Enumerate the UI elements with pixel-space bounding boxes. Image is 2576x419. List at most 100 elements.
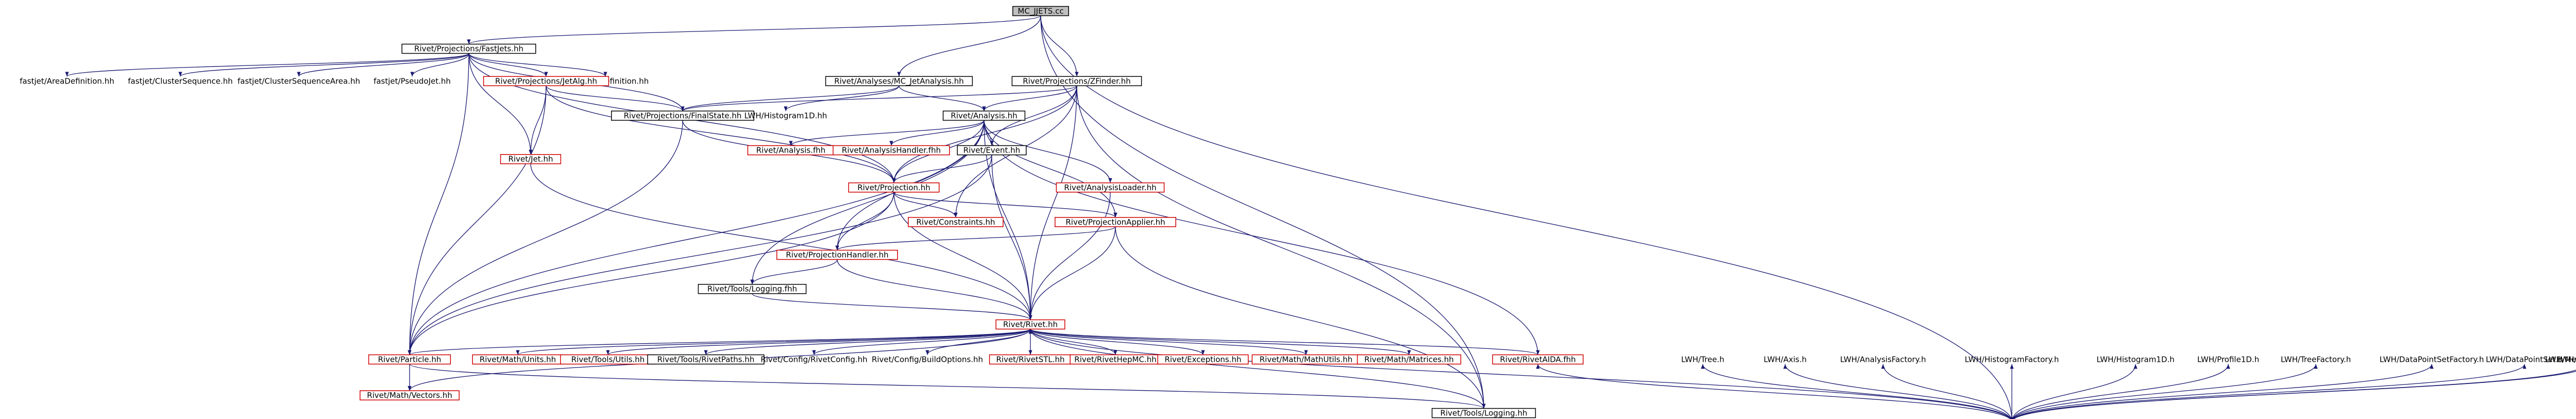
edge-projection-to-constraints (893, 192, 958, 217)
edge-projapplier-to-toolslogging (1115, 226, 1486, 409)
node-fj-clseqarea[interactable]: fastjet/ClusterSequenceArea.hh (230, 76, 368, 86)
node-label: Rivet/Projections/ZFinder.hh (1023, 76, 1130, 86)
node-label: Rivet/Math/Matrices.hh (1364, 355, 1454, 364)
edge-projection-to-projapplier (893, 192, 1117, 218)
node-constraints[interactable]: Rivet/Constraints.hh (908, 217, 1004, 227)
node-label: Rivet/RivetAIDA.fhh (1500, 355, 1575, 364)
node-box (942, 110, 1026, 121)
node-rivethepmc[interactable]: Rivet/RivetHepMC.hh (1070, 354, 1161, 365)
node-box (360, 390, 460, 400)
node-toolsutils[interactable]: Rivet/Tools/Utils.hh (560, 354, 656, 365)
edge-rivet-to-mathmatrices (1030, 328, 1411, 356)
edge-fastjets-to-jet (468, 53, 533, 155)
node-jetalg[interactable]: Rivet/Projections/JetAlg.hh (483, 76, 609, 87)
edge-mcjet-to-analysis (899, 86, 986, 111)
edge-rivetaida-to-lwh-prof1d (2012, 364, 2230, 419)
node-lwh-tree[interactable]: LWH/Tree.h (1677, 355, 1728, 364)
node-lwh-dpsfac[interactable]: LWH/DataPointSetFactory.h (2374, 355, 2490, 364)
node-zfinder[interactable]: Rivet/Projections/ZFinder.hh (1011, 76, 1142, 87)
node-label: Rivet/Exceptions.hh (1164, 355, 1241, 364)
edge-zfinder-to-projection (892, 86, 1077, 183)
edge-rivet-to-particle (408, 328, 1031, 356)
node-rivetpaths[interactable]: Rivet/Tools/RivetPaths.hh (647, 354, 765, 365)
node-analysis-fhh[interactable]: Rivet/Analysis.fhh (747, 145, 835, 156)
node-rivetstl[interactable]: Rivet/RivetSTL.hh (989, 354, 1072, 365)
edge-rivetaida-to-lwh-treefac (2012, 364, 2318, 419)
node-analysis[interactable]: Rivet/Analysis.hh (942, 110, 1026, 121)
node-label: LWH/TreeFactory.h (2281, 355, 2351, 364)
node-mathmatrices[interactable]: Rivet/Math/Matrices.hh (1357, 354, 1462, 365)
node-lwh-histfac[interactable]: LWH/HistogramFactory.h (1960, 355, 2064, 364)
node-fj-clseq[interactable]: fastjet/ClusterSequence.hh (120, 76, 241, 86)
node-mathunits[interactable]: Rivet/Math/Units.hh (472, 354, 564, 365)
edge-rivetaida-to-lwh-tree (1701, 364, 2011, 419)
node-label: Rivet/Math/Vectors.hh (367, 391, 452, 400)
node-label: LWH/HistogramFactory.h (1965, 355, 2059, 364)
node-lwh-axis[interactable]: LWH/Axis.h (1759, 355, 1811, 364)
node-analysishandler-fhh[interactable]: Rivet/AnalysisHandler.fhh (833, 145, 950, 156)
node-lwh-h1d[interactable]: LWH/Histogram1D.hh (742, 111, 828, 120)
node-lwh-hist1d[interactable]: LWH/Histogram1D.h (2095, 355, 2177, 364)
edge-analysis-to-rivetaida-fhh (984, 120, 1540, 355)
edge-rivet-to-mathutils (1030, 328, 1308, 356)
node-rivet[interactable]: Rivet/Rivet.hh (995, 319, 1065, 330)
node-cfgbuild[interactable]: Rivet/Config/BuildOptions.hh (862, 355, 992, 364)
node-box (647, 354, 765, 365)
node-analysisloader[interactable]: Rivet/AnalysisLoader.hh (1056, 182, 1165, 193)
node-projhandler[interactable]: Rivet/ProjectionHandler.hh (776, 249, 898, 260)
node-label: Rivet/Constraints.hh (917, 217, 995, 227)
node-label: fastjet/ClusterSequence.hh (128, 76, 233, 86)
edge-rivetaida-to-lwh-dps (2013, 364, 2527, 419)
node-mathutils[interactable]: Rivet/Math/MathUtils.hh (1251, 354, 1361, 365)
edge-projection-to-projhandler (835, 192, 894, 250)
node-box (401, 43, 536, 54)
edge-root-to-mcjet (897, 15, 1041, 77)
node-projapplier[interactable]: Rivet/ProjectionApplier.hh (1055, 217, 1176, 227)
node-lwh-meas[interactable]: LWH/Measurement.h (2544, 355, 2576, 364)
node-box (995, 319, 1065, 330)
edge-fastjets-to-fj-pseudo (410, 53, 469, 77)
edge-fastjets-to-particle (408, 53, 469, 355)
node-event[interactable]: Rivet/Event.hh (957, 145, 1027, 156)
edge-projhandler-to-toolslogging-fhh (750, 259, 838, 284)
edge-toolslogging-fhh-to-rivet (752, 293, 1032, 321)
edge-event-to-projection (892, 155, 992, 183)
node-lwh-anafac[interactable]: LWH/AnalysisFactory.h (1834, 355, 1933, 364)
node-jet[interactable]: Rivet/Jet.hh (500, 154, 562, 164)
edge-zfinder-to-rivet (1028, 86, 1077, 320)
node-fj-areadef[interactable]: fastjet/AreaDefinition.hh (9, 76, 125, 86)
edge-finalstate-to-particle (408, 120, 683, 355)
edge-analysisloader-to-rivet (1028, 192, 1111, 320)
edge-rivet-to-exceptions (1030, 329, 1205, 355)
edge-zfinder-to-finalstate (681, 85, 1077, 112)
node-root[interactable]: MC_JJETS.cc (1012, 6, 1069, 16)
node-projection[interactable]: Rivet/Projection.hh (848, 182, 940, 193)
node-lwh-treefac[interactable]: LWH/TreeFactory.h (2275, 355, 2357, 364)
node-label: Rivet/Analysis.hh (951, 111, 1017, 120)
node-lwh-prof1d[interactable]: LWH/Profile1D.h (2192, 355, 2265, 364)
node-particle[interactable]: Rivet/Particle.hh (368, 354, 451, 365)
node-label: Rivet/Projections/FastJets.hh (414, 44, 523, 54)
node-finalstate[interactable]: Rivet/Projections/FinalState.hh (611, 110, 754, 121)
node-rivetaida-fhh[interactable]: Rivet/RivetAIDA.fhh (1492, 354, 1584, 365)
node-mathvectors[interactable]: Rivet/Math/Vectors.hh (360, 390, 460, 400)
node-exceptions[interactable]: Rivet/Exceptions.hh (1157, 354, 1249, 365)
node-label: LWH/Profile1D.h (2197, 355, 2259, 364)
node-cfgrivet[interactable]: Rivet/Config/RivetConfig.hh (752, 355, 877, 364)
edge-analysis-to-analysis-fhh (789, 120, 985, 146)
node-label: LWH/DataPoint.h (2557, 355, 2576, 364)
node-mcjet[interactable]: Rivet/Analyses/MC_JetAnalysis.hh (825, 76, 973, 86)
node-box (908, 217, 1004, 227)
node-toolslogging[interactable]: Rivet/Tools/Logging.hh (1431, 408, 1536, 418)
node-lwh-dp[interactable]: LWH/DataPoint.h (2553, 355, 2576, 364)
edge-event-to-particle (408, 155, 992, 355)
node-toolslogging-fhh[interactable]: Rivet/Tools/Logging.fhh (698, 283, 807, 294)
node-label: LWH/Histogram1D.hh (744, 111, 827, 120)
edge-jetalg-to-jet (529, 86, 547, 155)
node-label: LWH/Histogram1D.h (2096, 355, 2174, 364)
node-fastjets[interactable]: Rivet/Projections/FastJets.hh (401, 43, 536, 54)
edge-zfinder-to-analysis (982, 86, 1077, 111)
node-fj-pseudo[interactable]: fastjet/PseudoJet.hh (365, 76, 460, 86)
node-lwh-dps[interactable]: LWH/DataPointSet.h (2481, 355, 2567, 364)
node-label: Rivet/Config/BuildOptions.hh (872, 355, 983, 364)
